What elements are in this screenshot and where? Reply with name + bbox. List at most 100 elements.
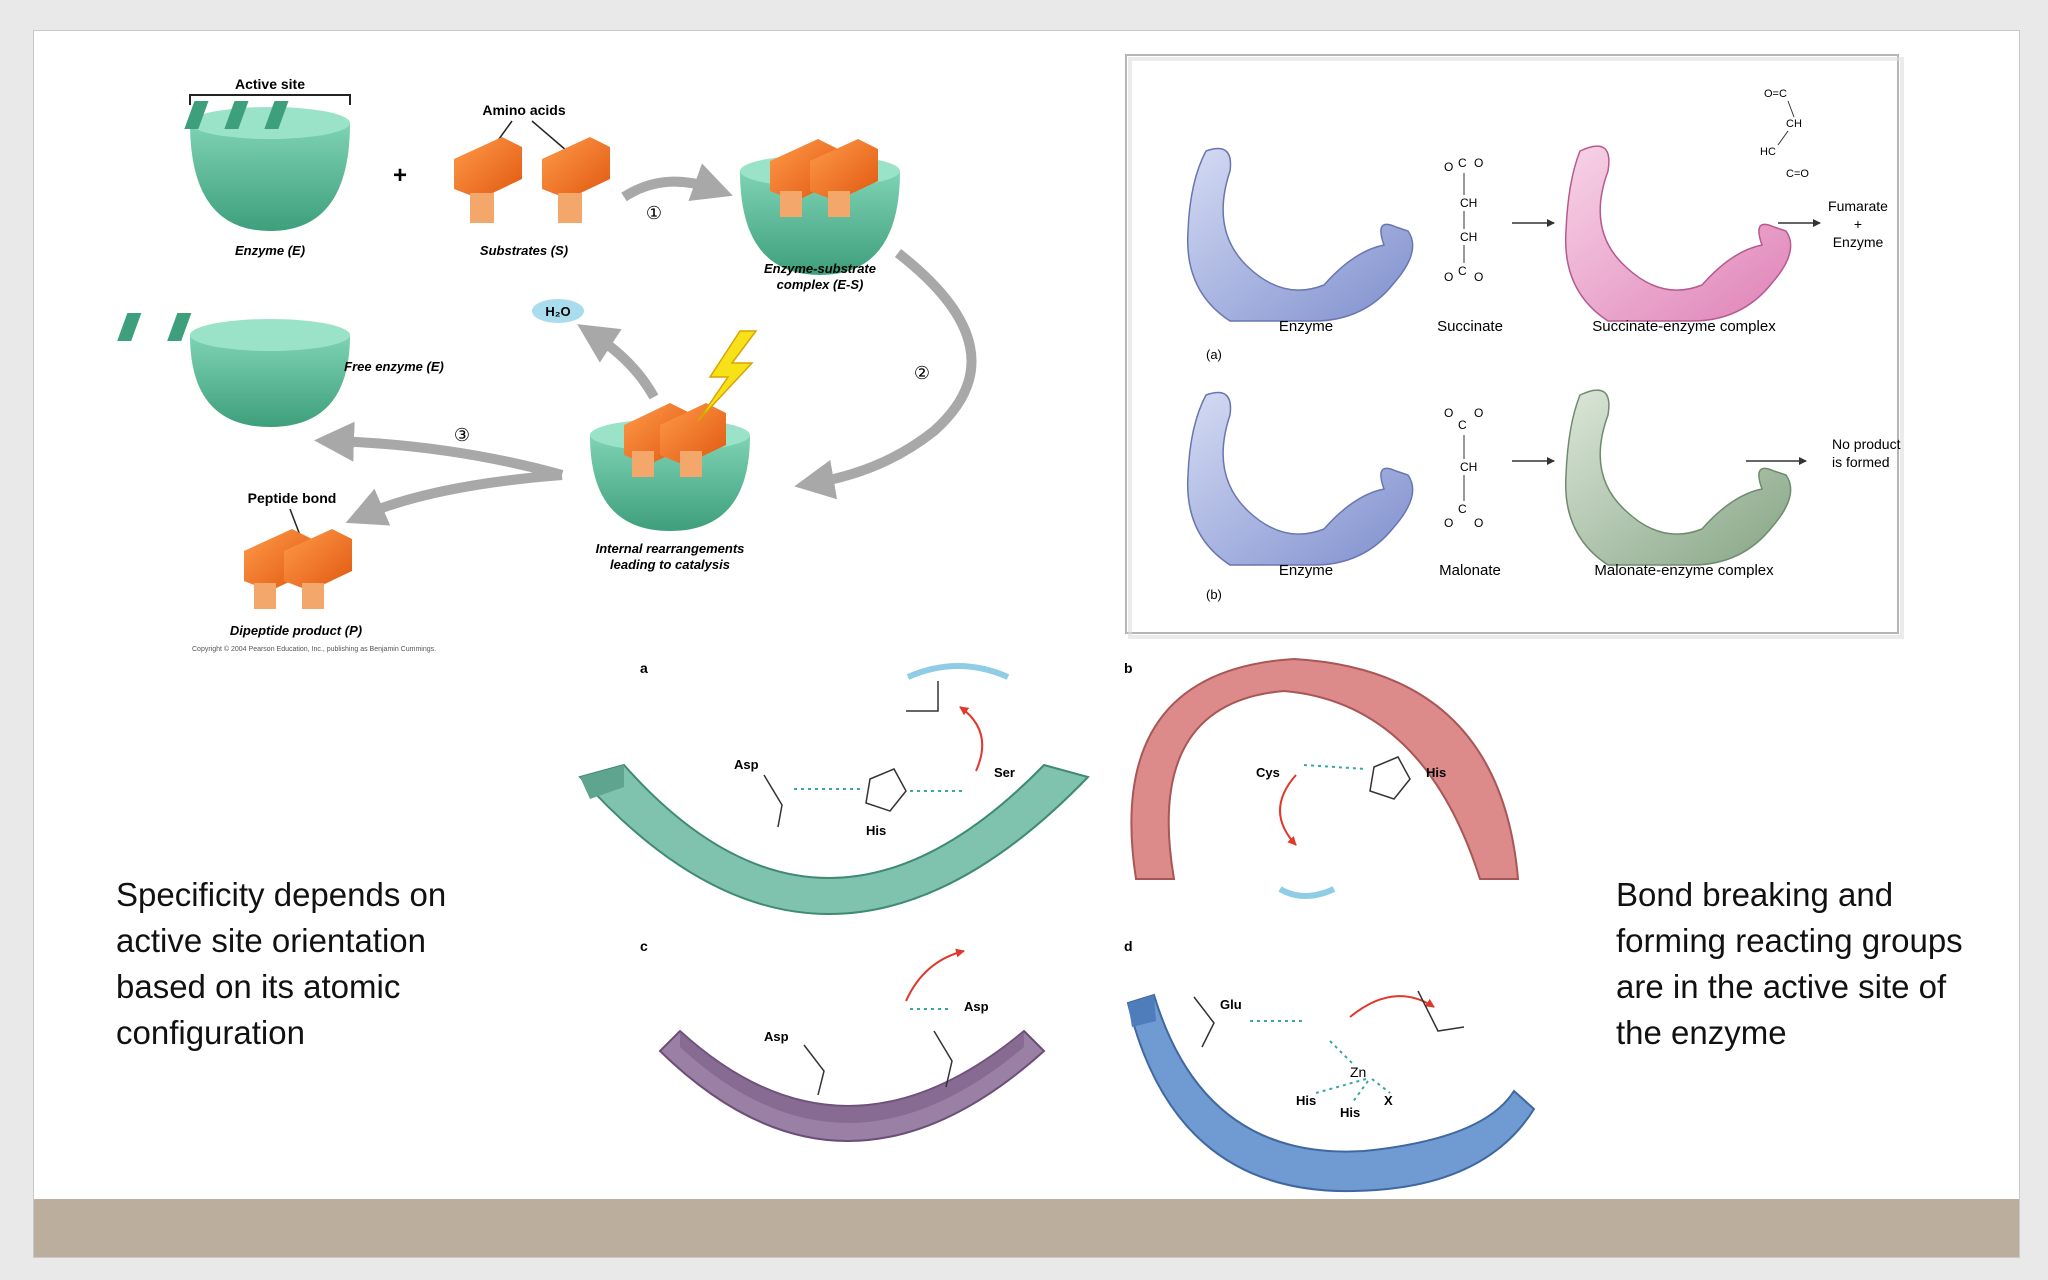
es-complex-label-2: complex (E-S) [777,277,864,292]
asp-label-c1: Asp [764,1029,789,1044]
his-label-a: His [866,823,886,838]
no-product-label-2: is formed [1832,454,1890,470]
step-3-arrow-lower [345,470,563,526]
svg-text:O: O [1474,270,1483,284]
active-site-a: a Asp His Ser [578,660,1090,915]
svg-text:C: C [1458,418,1467,432]
his-label-b: His [1426,765,1446,780]
svg-text:C: C [1458,156,1467,170]
svg-text:C: C [1458,502,1467,516]
amino-acids-label: Amino acids [482,102,565,118]
enzyme-e-shape [184,101,350,231]
succinate-complex-shape [1564,145,1792,322]
panel-a-label: (a) [1206,347,1222,362]
slide: Active site Enzyme (E) + Amino acids [33,30,2020,1258]
svg-text:O: O [1474,156,1483,170]
x-label-d: X [1384,1093,1393,1108]
fumarate-structure: O=C CH HC C=O [1760,88,1809,180]
band-d [1126,993,1536,1193]
malonate-label: Malonate [1439,562,1501,579]
slide-figures: Active site Enzyme (E) + Amino acids [117,54,1904,1193]
free-enzyme-shape [117,313,350,427]
enzyme-mechanism-diagram: Active site Enzyme (E) + Amino acids [117,76,977,653]
copyright-text: Copyright © 2004 Pearson Education, Inc.… [192,645,436,653]
svg-text:O: O [1474,406,1483,420]
peptide-bond-label: Peptide bond [248,490,337,506]
enzyme-product-label: Enzyme [1833,234,1884,250]
asp-label-a: Asp [734,757,759,772]
step-2-arrow [794,249,977,500]
es-complex-label-1: Enzyme-substrate [764,261,876,276]
panel-b-letter: b [1124,660,1133,676]
svg-text:CH: CH [1786,118,1802,130]
es-complex-shape [740,139,900,275]
internal-rearrangement-shape [590,330,758,531]
panel-a-letter: a [640,660,648,676]
step-3-label: ③ [454,425,470,445]
water-bubble [532,299,584,323]
fumarate-plus: + [1854,216,1862,232]
svg-text:C: C [1458,264,1467,278]
dipeptide-label: Dipeptide product (P) [230,623,362,638]
svg-text:O: O [1444,160,1453,174]
svg-text:HC: HC [1760,146,1776,158]
svg-text:O: O [1444,406,1453,420]
asp-label-c2: Asp [964,999,989,1014]
succinate-complex-label: Succinate-enzyme complex [1592,318,1776,335]
caption-left: Specificity depends on active site orien… [116,876,447,1051]
substrate-shapes [454,137,610,223]
active-site-label: Active site [235,76,305,92]
lightning-bolt-icon [697,330,758,422]
panel-b-label: (b) [1206,587,1222,602]
svg-text:O: O [1444,270,1453,284]
enzyme-a-shape [1186,147,1414,322]
ser-label-a: Ser [994,765,1015,780]
band-b [1130,657,1520,880]
zinc-label-d: Zn [1350,1064,1366,1080]
enzyme-b-label: Enzyme [1279,562,1333,579]
band-a [578,763,1090,915]
oxyanion-arc-b-icon [1278,886,1336,899]
plus-sign: + [393,162,407,189]
malonate-complex-shape [1564,389,1792,566]
panel-d-letter: d [1124,938,1133,954]
svg-text:CH: CH [1460,460,1477,474]
enzyme-e-label: Enzyme (E) [235,243,305,258]
glu-label-d: Glu [1220,997,1242,1012]
oxyanion-arc-icon [906,663,1010,680]
cys-label-b: Cys [1256,765,1280,780]
enzyme-b-shape [1186,391,1414,566]
footer-band [34,1199,2019,1257]
svg-text:O: O [1444,516,1453,530]
step-3-arrow-upper [314,421,564,480]
svg-text:C=O: C=O [1786,168,1809,180]
active-site-b: b Cys His [1124,657,1520,899]
malonate-complex-label: Malonate-enzyme complex [1594,562,1774,579]
enzyme-a-label: Enzyme [1279,318,1333,335]
active-site-bracket [189,94,351,105]
svg-text:CH: CH [1460,230,1477,244]
fumarate-label: Fumarate [1828,198,1888,214]
dipeptide-shape [244,529,352,609]
svg-text:CH: CH [1460,196,1477,210]
active-site-c: c Asp Asp [640,938,1046,1142]
active-site-d: d Glu Zn His His X [1124,938,1536,1193]
free-enzyme-label: Free enzyme (E) [344,359,444,374]
step-1-arrow [621,163,733,202]
band-c [658,1029,1046,1142]
internal-label-2: leading to catalysis [610,557,730,572]
substrates-label: Substrates (S) [480,243,568,258]
internal-label-1: Internal rearrangements [596,541,745,556]
step-2-label: ② [914,363,930,383]
svg-text:O=C: O=C [1764,88,1787,100]
succinate-label: Succinate [1437,318,1503,335]
his-label-d1: His [1296,1093,1316,1108]
step-1-label: ① [646,203,662,223]
malonate-structure: OCO CH OCO [1444,406,1483,530]
water-label: H₂O [545,304,570,319]
water-arrow [577,324,659,400]
his-label-d2: His [1340,1105,1360,1120]
panel-c-letter: c [640,938,648,954]
